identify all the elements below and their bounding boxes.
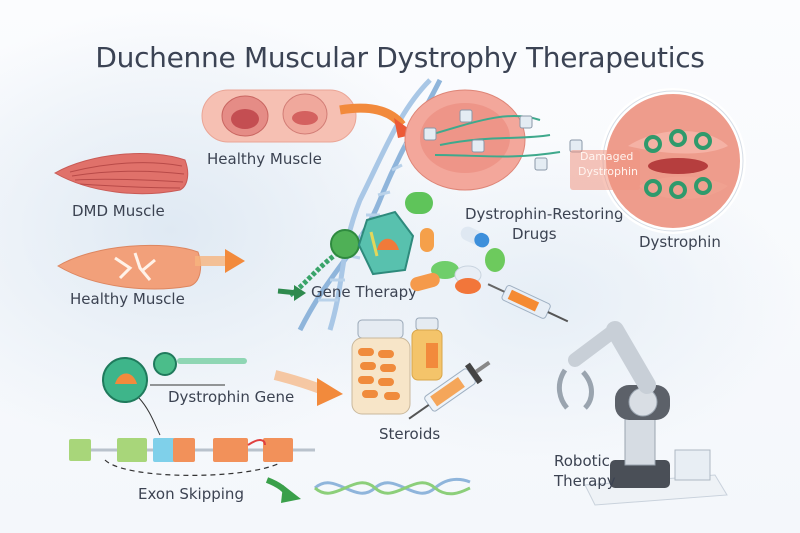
dystrophin-gene-icon	[102, 352, 247, 436]
exon-block-icon	[117, 438, 147, 462]
exon-block-icon	[263, 438, 293, 462]
label-robotic-line2: Therapy	[554, 472, 616, 490]
damaged-muscle-fiber-icon	[57, 244, 202, 290]
label-drugs-line2: Drugs	[512, 225, 557, 243]
exon-skipping-icon	[69, 438, 315, 476]
label-exon-skipping: Exon Skipping	[138, 485, 244, 503]
dna-helix-icon	[313, 477, 471, 496]
label-robotic-line1: Robotic	[554, 452, 610, 470]
damaged-dystrophin-callout	[570, 150, 640, 190]
muscle-fiber-icon	[53, 153, 189, 195]
pill-icon	[420, 228, 434, 252]
capsule-icon	[460, 226, 490, 248]
label-healthy-muscle-left: Healthy Muscle	[70, 290, 185, 308]
arrow-icon	[265, 477, 301, 503]
label-gene-therapy: Gene Therapy	[311, 283, 418, 301]
label-steroids: Steroids	[379, 425, 441, 443]
exon-block-icon	[213, 438, 248, 462]
virus-vector-icon	[288, 210, 415, 298]
magnified-dystrophin-icon	[600, 88, 746, 234]
arrow-icon	[273, 370, 343, 406]
exon-block-icon	[153, 438, 175, 462]
label-dystrophin: Dystrophin	[639, 233, 721, 251]
pill-icon	[405, 192, 433, 214]
pill-group-icon	[405, 192, 505, 294]
label-dystrophin-gene: Dystrophin Gene	[168, 388, 295, 406]
pill-bottle-icon	[351, 317, 443, 415]
muscle-cross-section-icon	[201, 89, 357, 143]
arrow-icon	[277, 285, 306, 301]
pill-icon	[410, 272, 440, 292]
label-dmd-muscle: DMD Muscle	[72, 202, 165, 220]
arrow-icon	[195, 249, 245, 273]
label-drugs-line1: Dystrophin-Restoring	[465, 205, 624, 223]
syringe-icon	[487, 283, 569, 323]
pill-icon	[431, 261, 459, 279]
syringe-icon	[408, 360, 491, 420]
label-damaged-line1: Damaged	[580, 150, 634, 163]
muscle-cell-icon	[404, 89, 583, 191]
page-title: Duchenne Muscular Dystrophy Therapeutics	[95, 40, 705, 74]
label-damaged-line2: Dystrophin	[578, 165, 639, 178]
robotic-arm-icon	[556, 321, 728, 506]
label-healthy-muscle-top: Healthy Muscle	[207, 150, 322, 168]
exon-block-icon	[69, 439, 91, 461]
exon-block-icon	[173, 438, 195, 462]
